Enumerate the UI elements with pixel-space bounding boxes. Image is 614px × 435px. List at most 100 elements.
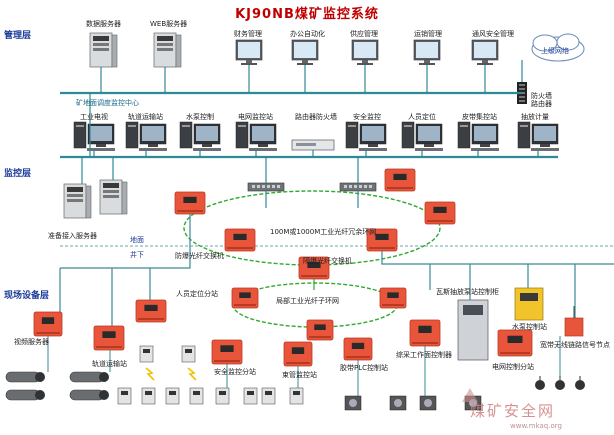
monitoring-workstation-icon-2 [179, 121, 221, 151]
lightning-icon-1 [187, 367, 197, 381]
sensor-body [261, 387, 276, 405]
label-control-center: 矿地面调度监控中心 [76, 99, 139, 107]
sensor-display [121, 391, 128, 395]
camera-lens [35, 390, 45, 400]
label-sub-ring: 局部工业光纤子环网 [276, 297, 339, 305]
lamp-head [535, 380, 545, 390]
plc-station-cabinet-icon [343, 337, 373, 361]
monitor-neck [362, 60, 368, 63]
sensor-body [189, 387, 204, 405]
workstation-monitor-icon-3 [413, 39, 441, 65]
data-server-icon [89, 32, 118, 68]
cabinet-base [234, 304, 256, 306]
drive-bay [128, 125, 136, 127]
cabinet-base [309, 336, 331, 338]
label-wireless-node: 宽带无线链路信号节点 [540, 341, 610, 349]
switch-port [344, 185, 347, 188]
watermark-text: 煤矿安全网 [470, 402, 556, 420]
field-sensor-icon-3 [189, 387, 204, 405]
bundle-tube-cabinet-icon [283, 341, 313, 367]
monitor-neck [302, 60, 308, 63]
drive-bay [67, 199, 83, 202]
field-sensor-icon-6 [261, 387, 276, 405]
upper-network-cloud-icon [531, 33, 585, 62]
switch-port [262, 185, 265, 188]
monitor-screen [418, 126, 440, 141]
label-pump-control: 水泵控制 [186, 113, 214, 121]
pc-tower [517, 121, 531, 149]
equipment-gauge [394, 399, 402, 407]
cabinet-display [102, 331, 116, 338]
sensor-body [289, 387, 304, 405]
label-gas-sub: 瓦斯抽放泵站控制柜 [436, 288, 499, 296]
camera-lens [35, 372, 45, 382]
core-switch-icon-0 [247, 182, 285, 192]
label-upper-network: 上级网络 [541, 47, 569, 55]
safety-substation-cabinet-icon [211, 339, 243, 365]
monitor-screen [474, 42, 496, 58]
backup-server-icon-1 [99, 179, 128, 215]
drive-bay [93, 43, 109, 46]
drive-bay [103, 195, 119, 198]
switch-port [349, 185, 352, 188]
switch-port [257, 185, 260, 188]
camera-lens [99, 390, 109, 400]
sensor-display [219, 391, 226, 395]
drive-bay [157, 43, 173, 46]
ring-node-switch-icon-1 [384, 168, 416, 192]
monitor-base [96, 144, 106, 147]
cloud-shape [556, 33, 580, 51]
drive-bay [348, 125, 356, 127]
tower-side [111, 34, 118, 68]
label-belt-sub: 束管监控站 [282, 371, 317, 379]
pump-control-station-icon [514, 287, 544, 321]
keyboard [139, 148, 167, 151]
cabinet-display [351, 342, 365, 349]
layer-label-monitoring: 监控层 [4, 169, 32, 179]
lightning-icon-0 [145, 367, 155, 381]
monitor-screen [474, 126, 496, 141]
label-explosion-switch2: 隔爆光纤交换机 [303, 257, 352, 265]
label-backup-server: 准备接入服务器 [48, 232, 97, 240]
cabinet-base [36, 332, 60, 334]
firewall-slot [519, 100, 525, 102]
switch-port [354, 185, 357, 188]
cabinet-display [393, 173, 407, 180]
monitor-base [202, 144, 212, 147]
field-sensor-icon-2 [165, 387, 180, 405]
cabinet-display [387, 292, 399, 298]
cabinet-display [375, 233, 389, 240]
label-rail-station: 轨道运输站 [128, 113, 163, 121]
label-rail-sub: 轨道运输站 [92, 360, 127, 368]
subring-node-switch-icon-1 [379, 287, 407, 309]
lamp-icon-1 [555, 376, 565, 390]
switch-port [359, 185, 362, 188]
switch-port [364, 185, 367, 188]
sensor-display [143, 349, 150, 353]
label-web-server: WEB服务器 [150, 20, 188, 28]
cabinet-base [382, 304, 404, 306]
pc-tower [235, 121, 249, 149]
cabinet-display [220, 345, 234, 352]
video-server-cabinet-icon [33, 311, 63, 337]
camera-icon-2 [69, 371, 109, 383]
cabinet-display [463, 305, 483, 315]
watermark-url: www.mkaq.org [510, 422, 562, 430]
pc-tower [457, 121, 471, 149]
sensor-display [265, 391, 272, 395]
keyboard [531, 148, 559, 151]
camera-body [69, 371, 105, 383]
field-bus-right [381, 251, 614, 265]
sensor-display [145, 391, 152, 395]
monitor-base [297, 63, 313, 65]
camera-icon-1 [5, 389, 45, 401]
cabinet-display [418, 325, 432, 333]
keyboard [193, 148, 221, 151]
wireless-node-icon [564, 306, 584, 337]
sensor-body [181, 345, 196, 363]
cabinet-base [500, 352, 530, 354]
ring-node-switch-icon-3 [224, 228, 256, 252]
cabinet-base [227, 247, 253, 249]
monitor-screen [252, 126, 274, 141]
